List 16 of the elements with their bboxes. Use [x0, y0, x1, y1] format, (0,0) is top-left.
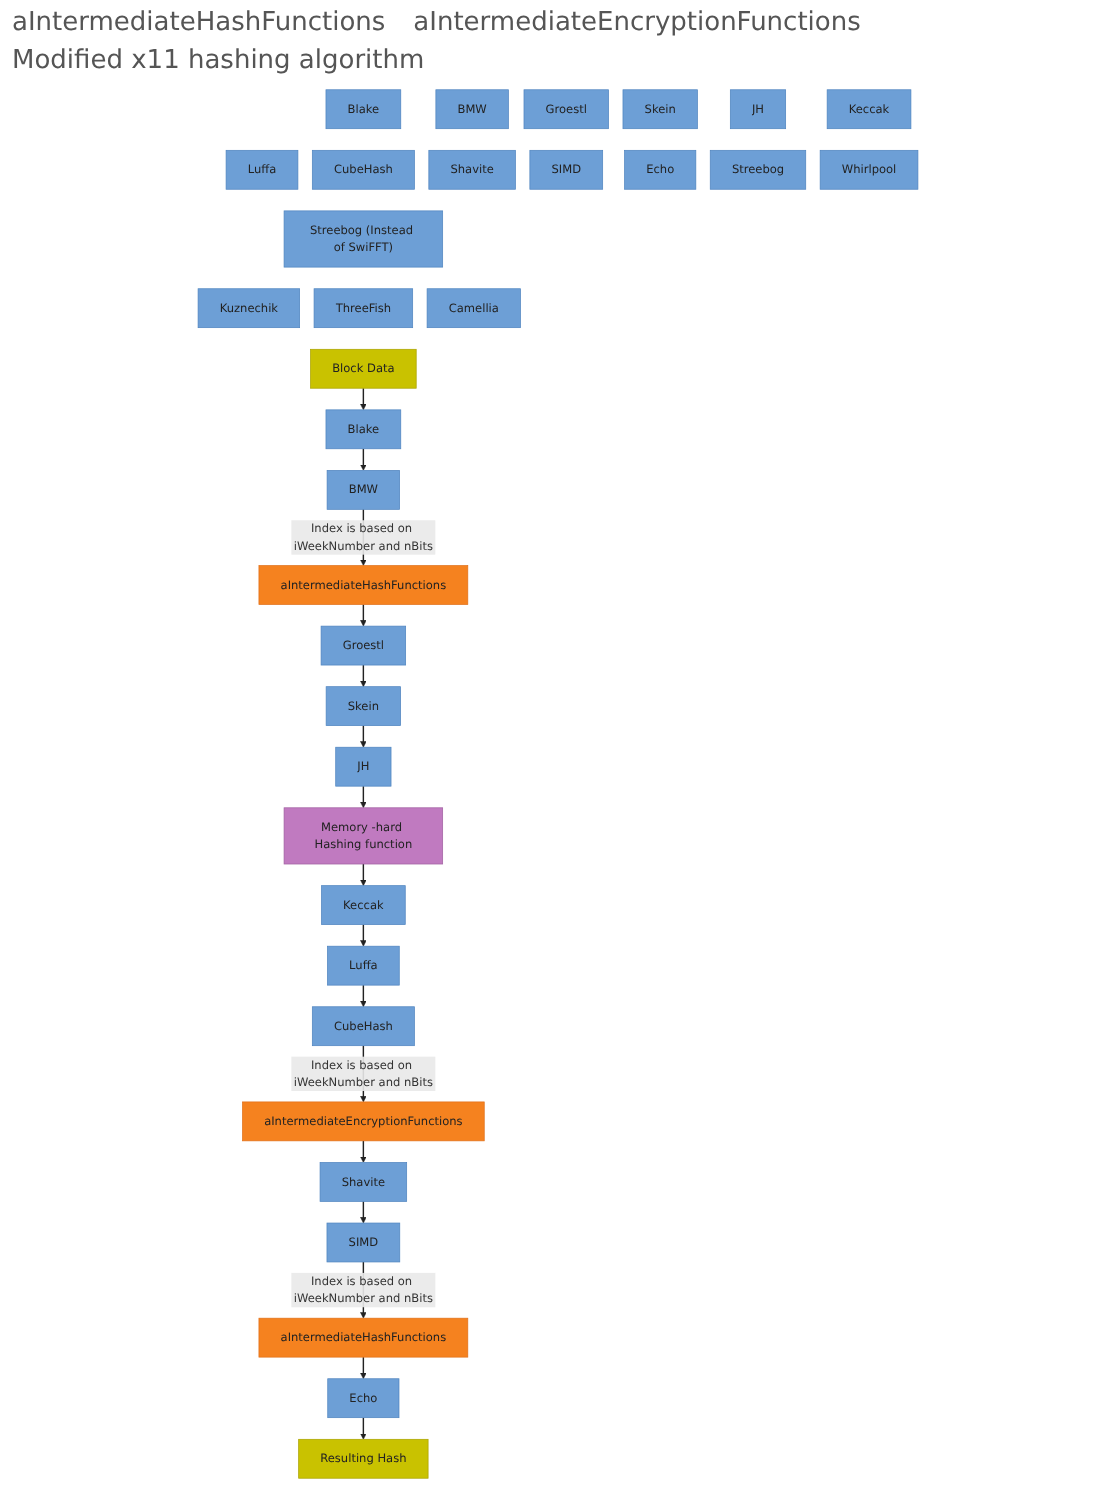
arrow [360, 387, 367, 411]
arrow [360, 984, 367, 1008]
arrow [360, 1356, 367, 1380]
section-heading: aIntermediateHashFunctions [12, 8, 386, 38]
arrow [360, 724, 367, 748]
arrow [360, 448, 367, 471]
arrow [360, 923, 367, 947]
section-heading: Modified x11 hashing algorithm [12, 46, 425, 76]
arrow [360, 1416, 367, 1440]
arrow [360, 863, 367, 886]
arrow [360, 603, 367, 627]
arrow [360, 785, 367, 809]
section-heading: aIntermediateEncryptionFunctions [413, 8, 861, 38]
arrow [360, 1200, 367, 1224]
arrow [360, 664, 367, 687]
arrow [360, 1140, 367, 1163]
